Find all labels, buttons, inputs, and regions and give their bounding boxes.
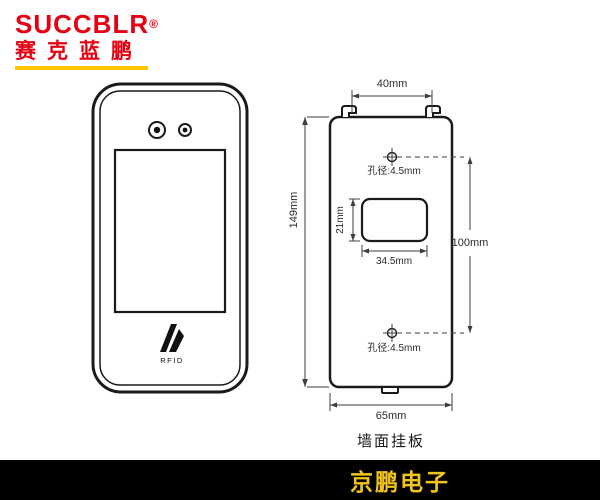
camera-lens-right-pupil	[182, 127, 188, 133]
hole-diameter-top-label: 孔径:4.5mm	[367, 164, 420, 177]
rfid-logo-icon	[160, 324, 177, 352]
brand-logo-text: SUCCBLR	[15, 9, 150, 39]
mounting-hook-right	[425, 105, 441, 117]
footer-brand-text: 京鹏电子	[350, 469, 450, 495]
brand-logo: SUCCBLR® 赛克蓝鹏	[15, 10, 205, 70]
mounting-hook-left	[341, 105, 357, 117]
brand-logo-english: SUCCBLR®	[15, 10, 205, 38]
dimension-bottom-width-label: 65mm	[376, 410, 407, 422]
camera-lens-left-pupil	[153, 126, 161, 134]
dimension-hole-spacing: 100mm	[452, 157, 489, 333]
screw-hole-bottom-icon	[383, 324, 401, 342]
dimension-height: 149mm	[288, 116, 329, 388]
brand-logo-chinese: 赛克蓝鹏	[15, 40, 143, 63]
rfid-logo-icon-slash	[169, 329, 184, 352]
registered-trademark-mark: ®	[149, 17, 159, 31]
dimension-height-label: 149mm	[288, 192, 300, 229]
drawing-caption: 墙面挂板	[357, 432, 425, 450]
dimension-bottom-width: 65mm	[329, 393, 453, 422]
bottom-tab	[381, 386, 399, 394]
screw-hole-top-icon	[383, 148, 401, 166]
wall-plate-drawing: 40mm 149mm 孔径:4.5mm 孔径:4.5mm 100mm 21mm	[288, 78, 489, 450]
dimension-top-width: 40mm	[351, 78, 433, 113]
device-screen	[113, 148, 227, 314]
rfid-label: RFID	[160, 356, 184, 365]
dimension-cutout-width-label: 34.5mm	[376, 256, 412, 267]
hole-diameter-bottom-label: 孔径:4.5mm	[367, 341, 420, 354]
dimension-top-width-label: 40mm	[377, 78, 408, 90]
dimension-cutout-height: 21mm	[335, 198, 360, 242]
cable-cutout	[360, 197, 429, 243]
dimension-hole-spacing-label: 100mm	[452, 237, 489, 249]
dimension-cutout-height-label: 21mm	[335, 206, 346, 234]
dimension-cutout-width: 34.5mm	[361, 245, 428, 267]
brand-underline	[15, 66, 148, 70]
footer-bar: 京鹏电子	[0, 460, 600, 500]
device-front-view: RFID	[91, 82, 249, 394]
